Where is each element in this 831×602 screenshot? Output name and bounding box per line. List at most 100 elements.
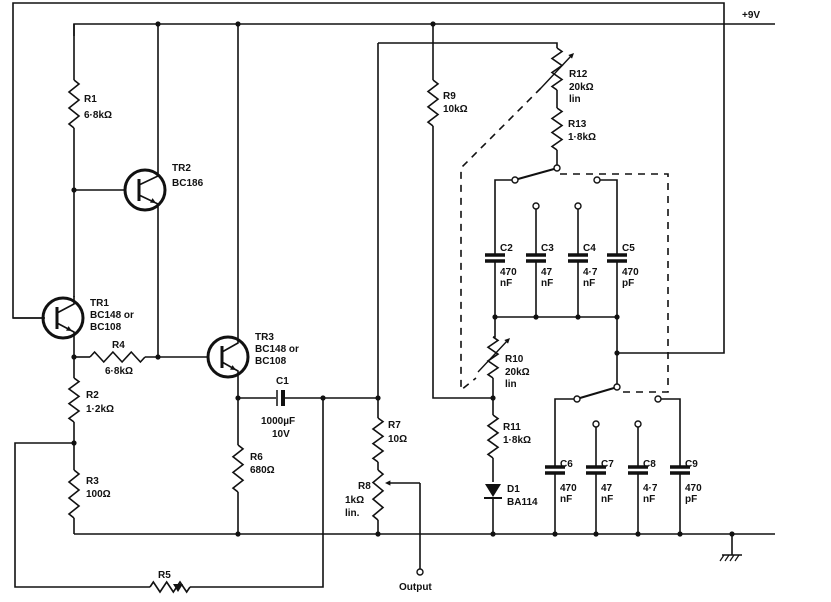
junction-dot xyxy=(593,531,599,537)
wire xyxy=(661,398,681,467)
r10-law: lin xyxy=(505,379,517,390)
r10-adjust-arrow xyxy=(477,339,509,373)
r9-ref: R9 xyxy=(443,91,456,102)
r11-value: 1·8kΩ xyxy=(503,435,531,446)
r12-value: 20kΩ xyxy=(569,82,594,93)
c9-ref: C9 xyxy=(685,459,698,470)
r6-ref: R6 xyxy=(250,452,263,463)
c7-value: 47 xyxy=(601,483,613,494)
junction-dot xyxy=(677,531,683,537)
r12-law: lin xyxy=(569,94,581,105)
transistor-tr1-symbol xyxy=(41,296,85,340)
terminal xyxy=(574,202,582,210)
junction-dot xyxy=(320,395,326,401)
c8-value: 4·7 xyxy=(643,483,658,494)
c9-unit: pF xyxy=(685,494,697,505)
junction-dot xyxy=(635,531,641,537)
resistor-r4 xyxy=(89,350,146,364)
tr3-ref: TR3 xyxy=(255,332,274,343)
capacitor-c1-plate xyxy=(281,390,285,406)
wire xyxy=(493,317,496,338)
r8-value: 1kΩ xyxy=(345,495,364,506)
r10-arrow-head xyxy=(504,338,510,344)
r12-arrow-head xyxy=(568,53,574,59)
c8-unit: nF xyxy=(643,494,655,505)
transistor-tr2-collector xyxy=(138,168,159,186)
r1-ref: R1 xyxy=(84,94,97,105)
wire xyxy=(432,126,493,399)
r3-value: 100Ω xyxy=(86,489,111,500)
r10-value: 20kΩ xyxy=(505,367,530,378)
wire xyxy=(554,398,574,467)
wire xyxy=(494,179,512,255)
terminal xyxy=(511,176,519,184)
wire xyxy=(14,442,150,588)
r4-value: 6·8kΩ xyxy=(105,366,133,377)
c3-value: 47 xyxy=(541,267,553,278)
r13-ref: R13 xyxy=(568,119,587,130)
ground-hatch xyxy=(724,554,730,562)
ground-hatch xyxy=(719,554,725,562)
c5-ref: C5 xyxy=(622,243,635,254)
c4-value: 4·7 xyxy=(583,267,598,278)
transistor-tr1-emitter-arrow xyxy=(66,326,72,331)
tr1-alt: BC108 xyxy=(90,322,122,333)
resistor-r7 xyxy=(371,417,385,463)
r9-value: 10kΩ xyxy=(443,104,468,115)
resistor-r5 xyxy=(149,580,191,594)
r2-ref: R2 xyxy=(86,390,99,401)
r12-adjust-arrow xyxy=(540,54,573,89)
junction-dot xyxy=(729,531,735,537)
r2-value: 1·2kΩ xyxy=(86,404,114,415)
tr1-type: BC148 or xyxy=(90,310,134,321)
transistor-tr3-emitter-arrow xyxy=(230,365,236,370)
r12-ref: R12 xyxy=(569,69,588,80)
switch-gang-dashed xyxy=(560,173,669,393)
c9-value: 470 xyxy=(685,483,702,494)
r3-ref: R3 xyxy=(86,476,99,487)
c6-value: 470 xyxy=(560,483,577,494)
diode-d1 xyxy=(485,484,501,497)
resistor-r10 xyxy=(486,336,500,379)
resistor-r13 xyxy=(550,107,564,151)
junction-dot xyxy=(155,354,161,360)
r1-value: 6·8kΩ xyxy=(84,110,112,121)
transistor-tr1-emitter xyxy=(56,322,75,340)
c4-unit: nF xyxy=(583,278,595,289)
lower-switch-arm xyxy=(579,387,615,399)
wire xyxy=(600,179,618,255)
tr2-ref: TR2 xyxy=(172,163,191,174)
junction-dot xyxy=(490,531,496,537)
ground-hatch xyxy=(734,554,740,562)
terminal xyxy=(593,176,601,184)
r4-ref: R4 xyxy=(112,340,125,351)
transistor-tr2-emitter-arrow xyxy=(150,198,156,203)
r6-value: 680Ω xyxy=(250,465,275,476)
upper-switch-arm xyxy=(517,168,555,180)
resistor-r8 xyxy=(371,469,385,521)
transistor-tr3-symbol xyxy=(206,335,250,379)
transistor-tr3-emitter xyxy=(221,361,239,379)
c3-ref: C3 xyxy=(541,243,554,254)
terminal xyxy=(553,164,561,172)
wire xyxy=(378,42,558,48)
terminal xyxy=(654,395,662,403)
wire xyxy=(190,398,324,588)
resistor-r11 xyxy=(486,414,500,459)
r8-law: lin. xyxy=(345,508,360,519)
c5-value: 470 xyxy=(622,267,639,278)
c8-ref: C8 xyxy=(643,459,656,470)
c5-unit: pF xyxy=(622,278,634,289)
r5-ref: R5 xyxy=(158,570,171,581)
output-label: Output xyxy=(399,582,432,593)
transistor-tr1-collector xyxy=(56,296,75,314)
terminal xyxy=(634,420,642,428)
junction-dot xyxy=(552,531,558,537)
c2-ref: C2 xyxy=(500,243,513,254)
terminal xyxy=(573,395,581,403)
r8-ref: R8 xyxy=(358,481,371,492)
resistor-r3 xyxy=(67,469,81,519)
positive-rail xyxy=(73,23,775,36)
